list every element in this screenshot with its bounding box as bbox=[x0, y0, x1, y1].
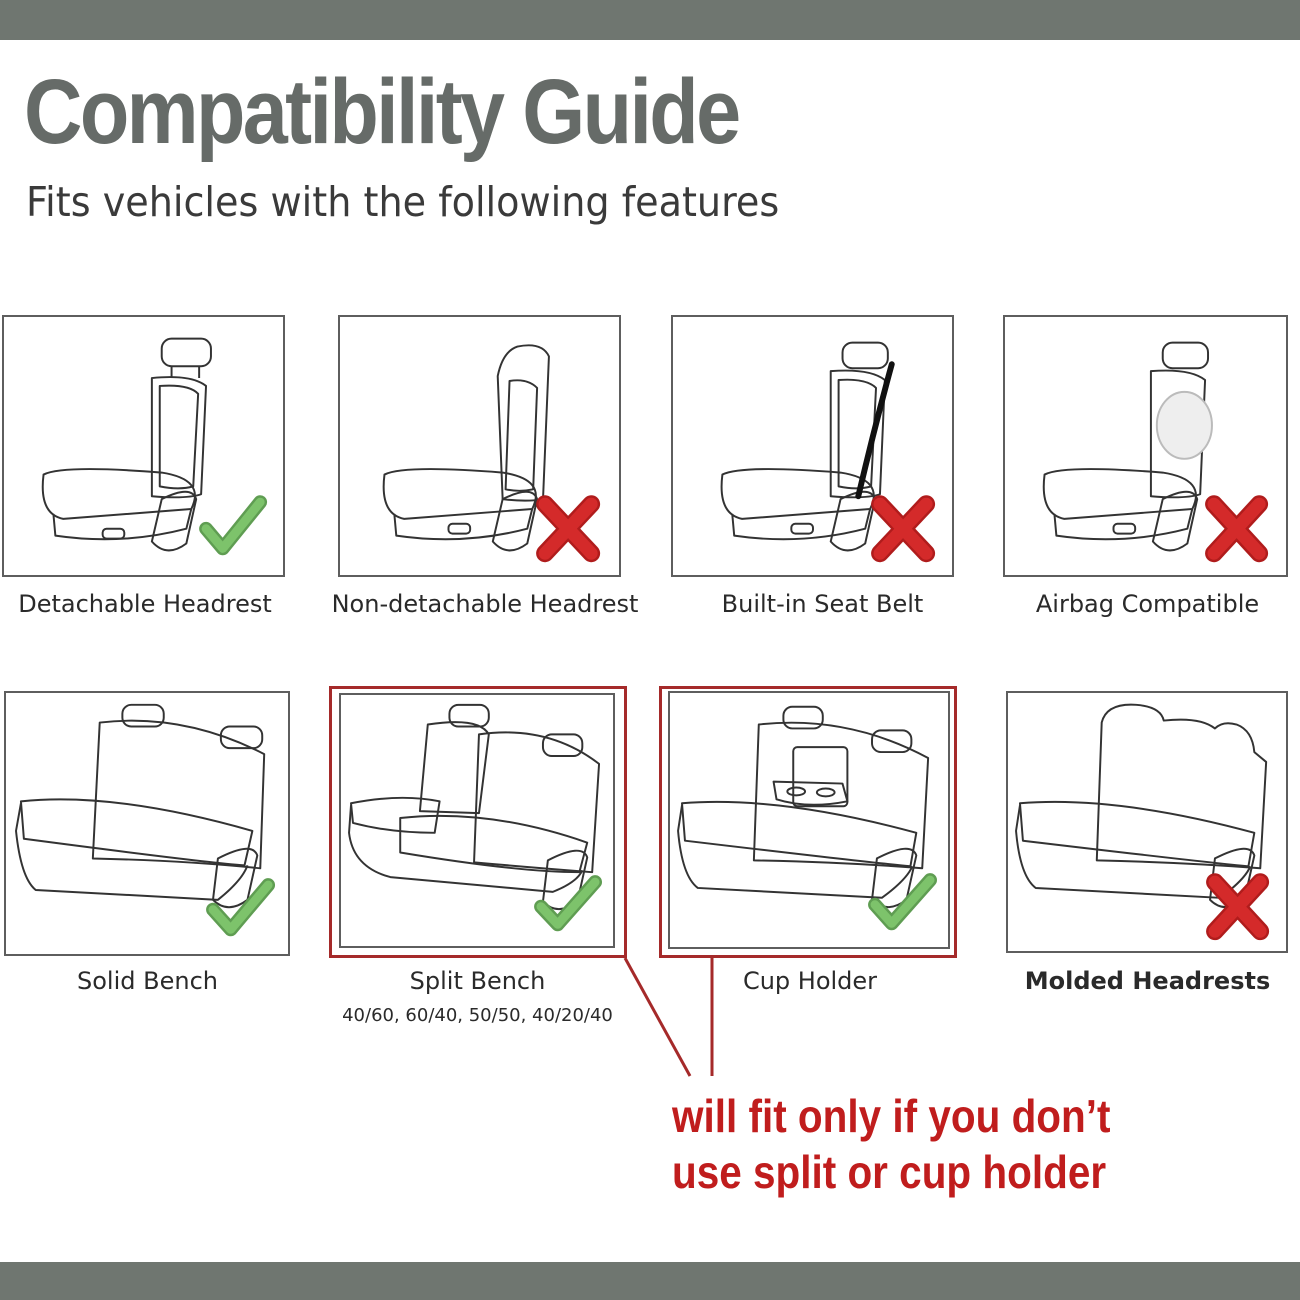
bench-cup-holder-icon bbox=[677, 705, 937, 931]
bench-molded-headrest-icon bbox=[1015, 703, 1270, 941]
card-built-in-seat-belt bbox=[671, 315, 954, 577]
highlight-split-bench bbox=[329, 686, 627, 958]
page-title: Compatibility Guide bbox=[24, 61, 741, 163]
label-cup-holder: Cup Holder bbox=[742, 967, 878, 995]
card-split-bench bbox=[339, 693, 615, 948]
cross-mark-icon bbox=[536, 495, 601, 563]
bottom-bar bbox=[0, 1262, 1300, 1300]
cross-mark-icon bbox=[871, 495, 936, 563]
check-mark-icon bbox=[534, 875, 603, 932]
card-cup-holder bbox=[668, 691, 950, 949]
check-mark-icon bbox=[868, 873, 937, 931]
label-molded-headrests: Molded Headrests bbox=[1024, 967, 1271, 995]
label-detachable-headrest: Detachable Headrest bbox=[18, 590, 272, 618]
card-molded-headrests bbox=[1006, 691, 1288, 953]
label-split-bench: Split Bench bbox=[409, 967, 546, 995]
page-subtitle: Fits vehicles with the following feature… bbox=[26, 178, 780, 226]
label-built-in-seat-belt: Built-in Seat Belt bbox=[721, 590, 924, 618]
cross-mark-icon bbox=[1205, 495, 1269, 563]
cross-mark-icon bbox=[1206, 873, 1270, 941]
fit-note: will fit only if you don’t use split or … bbox=[672, 1088, 1110, 1200]
highlight-cup-holder bbox=[659, 686, 957, 958]
single-seat-icon bbox=[720, 341, 936, 563]
check-mark-icon bbox=[206, 878, 276, 937]
label-airbag-compatible: Airbag Compatible bbox=[1035, 590, 1260, 618]
card-detachable-headrest bbox=[2, 315, 285, 577]
bench-seat-icon bbox=[15, 703, 276, 937]
airbag-icon bbox=[1155, 390, 1213, 460]
single-seat-icon bbox=[382, 344, 601, 563]
card-airbag-compatible bbox=[1003, 315, 1288, 577]
label-solid-bench: Solid Bench bbox=[77, 967, 218, 995]
fit-note-line-1: will fit only if you don’t bbox=[672, 1090, 1111, 1142]
single-seat-icon bbox=[1042, 341, 1269, 563]
card-non-detachable-headrest bbox=[338, 315, 621, 577]
label-non-detachable-headrest: Non-detachable Headrest bbox=[331, 590, 639, 618]
top-bar bbox=[0, 0, 1300, 40]
sublabel-split-bench: 40/60, 60/40, 50/50, 40/20/40 bbox=[342, 1005, 613, 1026]
fit-note-line-2: use split or cup holder bbox=[672, 1146, 1107, 1198]
split-bench-icon bbox=[348, 703, 603, 932]
single-seat-icon bbox=[41, 337, 268, 556]
card-solid-bench bbox=[4, 691, 290, 956]
check-mark-icon bbox=[199, 495, 268, 556]
